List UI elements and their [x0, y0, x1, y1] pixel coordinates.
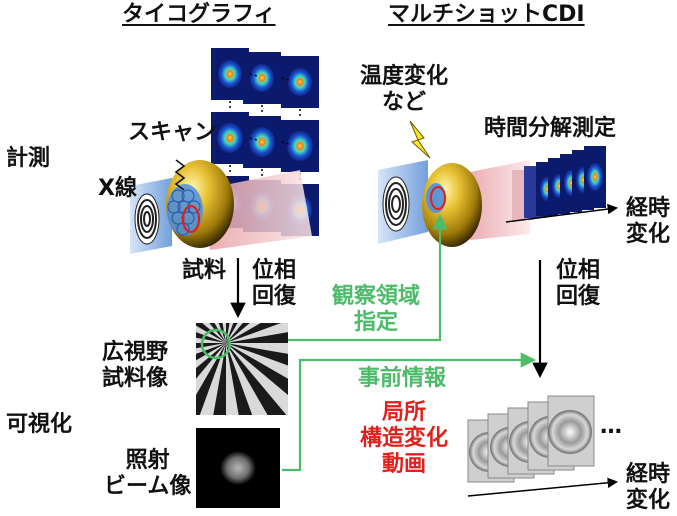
star-spoke [226, 343, 239, 415]
star-spoke [226, 343, 268, 415]
label-time-change-top: 経時変化 [626, 196, 671, 247]
selected-region-outline [200, 328, 232, 360]
reconstruction-stack [467, 395, 595, 483]
star-spoke [226, 343, 288, 354]
diff-row-1 [211, 48, 319, 108]
row-label-measurement: 計測 [6, 146, 51, 171]
label-observation-region: 観察領域指定 [332, 284, 421, 335]
header-multishot-cdi: マルチショットCDI [388, 2, 585, 27]
time-axis-bottom [467, 477, 619, 497]
label-local-structure-movie: 局所構造変化動画 [360, 400, 449, 477]
row-label-visualization: 可視化 [6, 412, 73, 437]
star-spoke [226, 323, 261, 343]
star-spoke [226, 323, 288, 343]
star-spoke [196, 343, 226, 354]
stack-ellipsis: … [600, 414, 622, 439]
ms-zone-plate-icon [382, 176, 410, 232]
star-spoke [199, 343, 226, 415]
wide-field-image [196, 323, 288, 415]
label-wide-field-image: 広視野試料像 [102, 340, 169, 391]
diff-row-2 [211, 112, 319, 172]
star-spoke [196, 343, 226, 395]
ptycho-setup [130, 159, 312, 254]
scan-path-icon [174, 159, 186, 191]
label-xray: X線 [98, 176, 137, 201]
zone-plate-icon [134, 193, 160, 245]
xray-beam-out [210, 170, 312, 250]
siemens-star [196, 323, 288, 415]
label-scan: スキャン [128, 120, 217, 145]
star-spoke [214, 323, 226, 343]
label-time-resolved: 時間分解測定 [484, 116, 617, 141]
time-axis-top [505, 203, 619, 223]
star-spoke [222, 323, 226, 343]
star-spoke [202, 323, 226, 343]
label-beam-image: 照射ビーム像 [104, 448, 192, 499]
star-spoke [196, 325, 226, 343]
label-time-change-bottom: 経時変化 [626, 462, 671, 513]
label-sample: 試料 [182, 258, 227, 283]
time-resolved-stack [512, 146, 606, 220]
label-ms-phase-retrieval: 位相回復 [556, 258, 601, 309]
label-prior-info: 事前情報 [358, 366, 447, 391]
probe-outline [181, 204, 201, 234]
star-spoke [226, 343, 288, 379]
multishot-setup [378, 120, 619, 247]
beam-image [196, 428, 280, 508]
label-temp-change: 温度変化など [360, 64, 449, 115]
label-ptycho-phase-retrieval: 位相回復 [252, 258, 297, 309]
header-ptychography: タイコグラフィ [122, 2, 276, 27]
region-arrow [288, 213, 448, 342]
lightning-icon [409, 120, 431, 159]
prior-arrow [282, 352, 537, 472]
star-spoke [226, 323, 243, 343]
star-spoke [226, 343, 288, 415]
